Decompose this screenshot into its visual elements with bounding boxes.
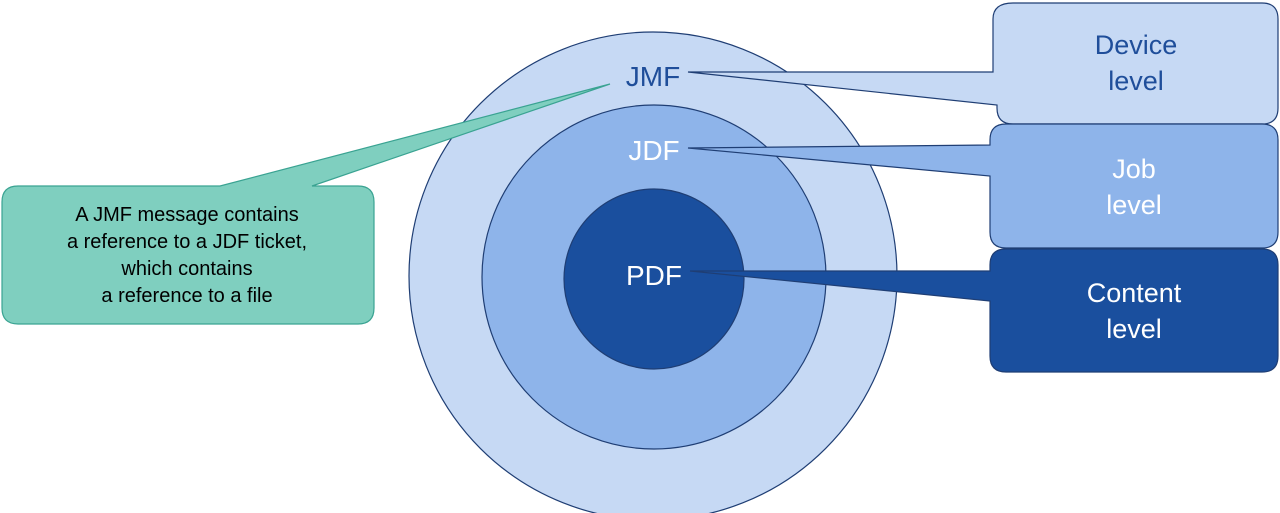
pdf-label: PDF bbox=[626, 260, 682, 291]
note-callout bbox=[1, 83, 611, 325]
note-line-1: A JMF message contains bbox=[75, 204, 298, 226]
note-line-2: a reference to a JDF ticket, bbox=[67, 231, 307, 253]
note-line-4: a reference to a file bbox=[101, 285, 272, 307]
note-line-3: which contains bbox=[120, 258, 252, 280]
device-level-label-line2: level bbox=[1108, 66, 1164, 96]
jdf-label: JDF bbox=[628, 135, 679, 166]
device-level-label-line1: Device bbox=[1095, 30, 1178, 60]
content-level-label-line1: Content bbox=[1087, 278, 1182, 308]
content-level-label-line2: level bbox=[1106, 314, 1162, 344]
pdf-inner-circle bbox=[563, 188, 745, 370]
job-level-callout bbox=[687, 123, 1279, 249]
job-level-label-line2: level bbox=[1106, 190, 1162, 220]
job-level-label-line1: Job bbox=[1112, 154, 1156, 184]
content-level-callout bbox=[689, 248, 1279, 373]
jmf-label: JMF bbox=[626, 61, 680, 92]
